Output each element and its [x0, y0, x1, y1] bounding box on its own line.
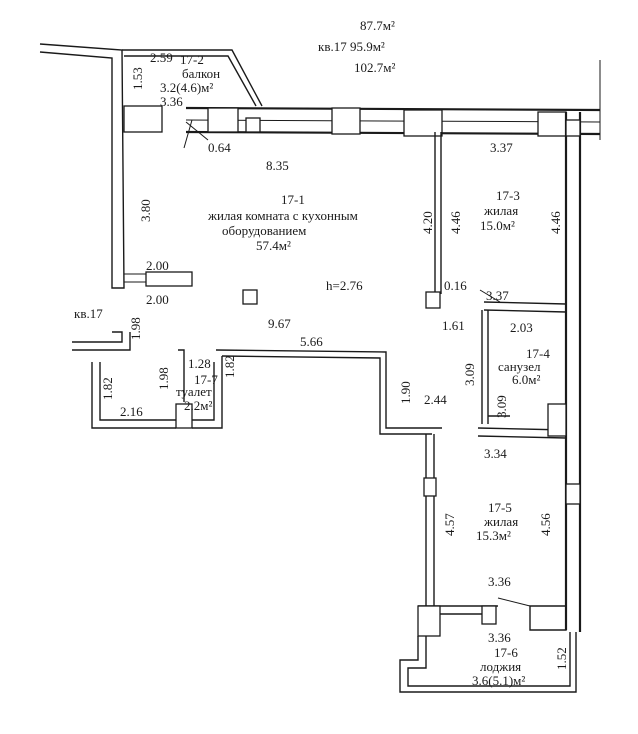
- room-17-7-id: 17-7: [194, 372, 218, 387]
- room-17-7-name: туалет: [176, 384, 212, 399]
- dim-1-98-a: 1.98: [128, 317, 143, 340]
- room-17-6-name: лоджия: [480, 659, 521, 674]
- room-17-6-id: 17-6: [494, 645, 518, 660]
- room-17-5-id: 17-5: [488, 500, 512, 515]
- dim-8-35: 8.35: [266, 158, 289, 173]
- dim-3-36-c: 3.36: [488, 630, 511, 645]
- dim-2-44: 2.44: [424, 392, 447, 407]
- dim-4-57: 4.57: [442, 513, 457, 536]
- dim-4-20: 4.20: [420, 211, 435, 234]
- dim-4-46-b: 4.46: [548, 211, 563, 234]
- room-17-3-area: 15.0м²: [480, 218, 515, 233]
- dim-4-56: 4.56: [538, 513, 553, 536]
- walls: [39, 43, 601, 693]
- room-17-1-area: 57.4м²: [256, 238, 291, 253]
- dim-3-36-b: 3.36: [488, 574, 511, 589]
- dim-2-03: 2.03: [510, 320, 533, 335]
- dim-2-16: 2.16: [120, 404, 143, 419]
- dim-0-64: 0.64: [208, 140, 231, 155]
- dim-1-82-a: 1.82: [222, 355, 237, 378]
- room-17-2-id: 17-2: [180, 52, 204, 67]
- dim-3-09-b: 3.09: [494, 395, 509, 418]
- room-17-2-name: балкон: [182, 66, 220, 81]
- header-apartment-area: кв.17 95.9м²: [318, 39, 385, 54]
- room-17-4-id: 17-4: [526, 346, 550, 361]
- dim-3-36-balcony: 3.36: [160, 94, 183, 109]
- dim-1-53: 1.53: [130, 67, 145, 90]
- dim-3-09-a: 3.09: [462, 363, 477, 386]
- room-17-1-name-line2: оборудованием: [222, 223, 306, 238]
- room-17-3-name: жилая: [483, 203, 518, 218]
- apartment-label: кв.17: [74, 306, 103, 321]
- dim-4-46-a: 4.46: [448, 211, 463, 234]
- room-17-5-name: жилая: [483, 514, 518, 529]
- room-17-6-area: 3.6(5.1)м²: [472, 673, 525, 688]
- room-17-4-name: санузел: [498, 359, 541, 374]
- dim-1-52: 1.52: [554, 647, 569, 670]
- dim-5-66: 5.66: [300, 334, 323, 349]
- room-17-2-area: 3.2(4.6)м²: [160, 80, 213, 95]
- dim-3-37-top: 3.37: [490, 140, 513, 155]
- dim-1-98-b: 1.98: [156, 367, 171, 390]
- dim-9-67: 9.67: [268, 316, 291, 331]
- dim-2-00-a: 2.00: [146, 258, 169, 273]
- dim-3-34: 3.34: [484, 446, 507, 461]
- dim-3-37-mid: 3.37: [486, 288, 509, 303]
- dim-2-59: 2.59: [150, 50, 173, 65]
- dim-2-00-b: 2.00: [146, 292, 169, 307]
- room-17-7-area: 2.2м²: [184, 398, 212, 413]
- dim-1-82-b: 1.82: [100, 377, 115, 400]
- dim-1-90: 1.90: [398, 381, 413, 404]
- dim-1-28: 1.28: [188, 356, 211, 371]
- room-17-4-area: 6.0м²: [512, 372, 540, 387]
- room-17-1-name-line1: жилая комната с кухонным: [207, 208, 358, 223]
- ceiling-height: h=2.76: [326, 278, 363, 293]
- room-17-5-area: 15.3м²: [476, 528, 511, 543]
- dim-3-80: 3.80: [138, 199, 153, 222]
- header-area-1: 87.7м²: [360, 18, 395, 33]
- room-17-3-id: 17-3: [496, 188, 520, 203]
- room-17-1-id: 17-1: [281, 192, 305, 207]
- dim-0-16: 0.16: [444, 278, 467, 293]
- dim-1-61: 1.61: [442, 318, 465, 333]
- header-area-2: 102.7м²: [354, 60, 395, 75]
